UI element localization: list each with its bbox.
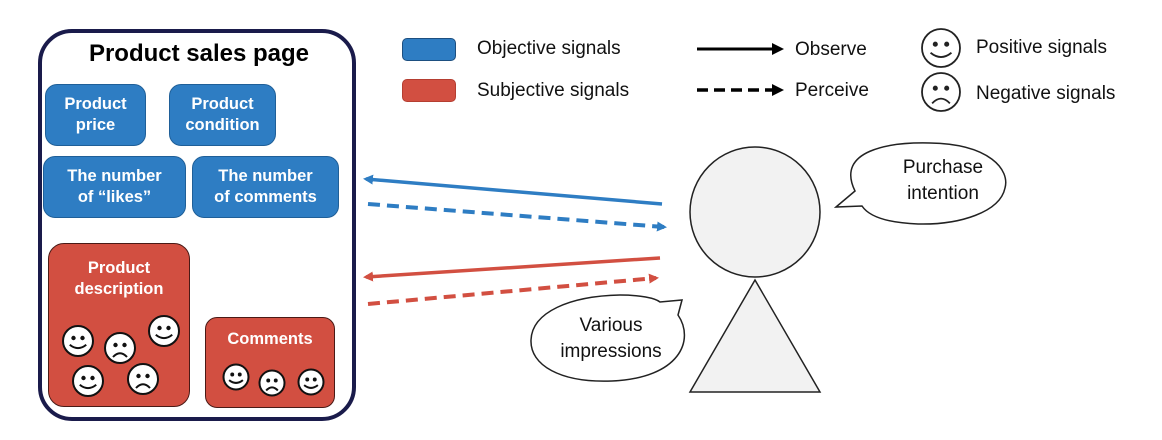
legend-objective-swatch	[402, 38, 456, 61]
objective-observe-arrow	[363, 174, 663, 206]
legend-observe-label: Observe	[795, 39, 867, 60]
objective-box-label: The number of comments	[214, 167, 317, 206]
person-body	[688, 278, 822, 393]
objective-perceive-arrow	[367, 202, 667, 232]
legend-positive-label: Positive signals	[976, 37, 1107, 58]
smiley-face-icon	[148, 315, 180, 347]
objective-box-product-price: Product price	[45, 84, 146, 146]
sad-face-icon	[921, 72, 961, 112]
smiley-face-icon	[297, 368, 325, 396]
subjective-perceive-arrow	[367, 273, 659, 306]
objective-box-product-condition: Product condition	[169, 84, 276, 146]
sad-face-icon	[258, 369, 286, 397]
objective-box-label: Product condition	[185, 95, 260, 134]
objective-box-likes: The number of “likes”	[43, 156, 186, 218]
various-impressions-text: Various impressions	[560, 315, 662, 362]
sad-face-icon	[104, 332, 136, 364]
legend-objective-label: Objective signals	[477, 38, 621, 59]
subjective-box-label: Comments	[227, 330, 313, 348]
objective-box-comment-count: The number of comments	[192, 156, 339, 218]
subjective-box-product-description: Product description	[48, 243, 190, 407]
smiley-face-icon	[62, 325, 94, 357]
legend-subjective-swatch	[402, 79, 456, 102]
legend-subjective-label: Subjective signals	[477, 80, 630, 101]
smiley-face-icon	[72, 365, 104, 397]
subjective-observe-arrow	[363, 256, 661, 282]
various-impressions-bubble	[530, 294, 686, 382]
purchase-intention-text: Purchase intention	[902, 157, 984, 204]
legend-negative-label: Negative signals	[976, 83, 1116, 104]
sad-face-icon	[127, 363, 159, 395]
legend-perceive-label: Perceive	[795, 80, 869, 101]
frame-title: Product sales page	[88, 40, 310, 67]
person-head	[689, 146, 821, 278]
purchase-intention-bubble	[833, 142, 1007, 225]
objective-box-label: Product price	[64, 95, 127, 134]
smiley-face-icon	[921, 28, 961, 68]
objective-box-label: The number of “likes”	[67, 167, 162, 206]
subjective-box-label: Product description	[74, 259, 164, 298]
smiley-face-icon	[222, 363, 250, 391]
